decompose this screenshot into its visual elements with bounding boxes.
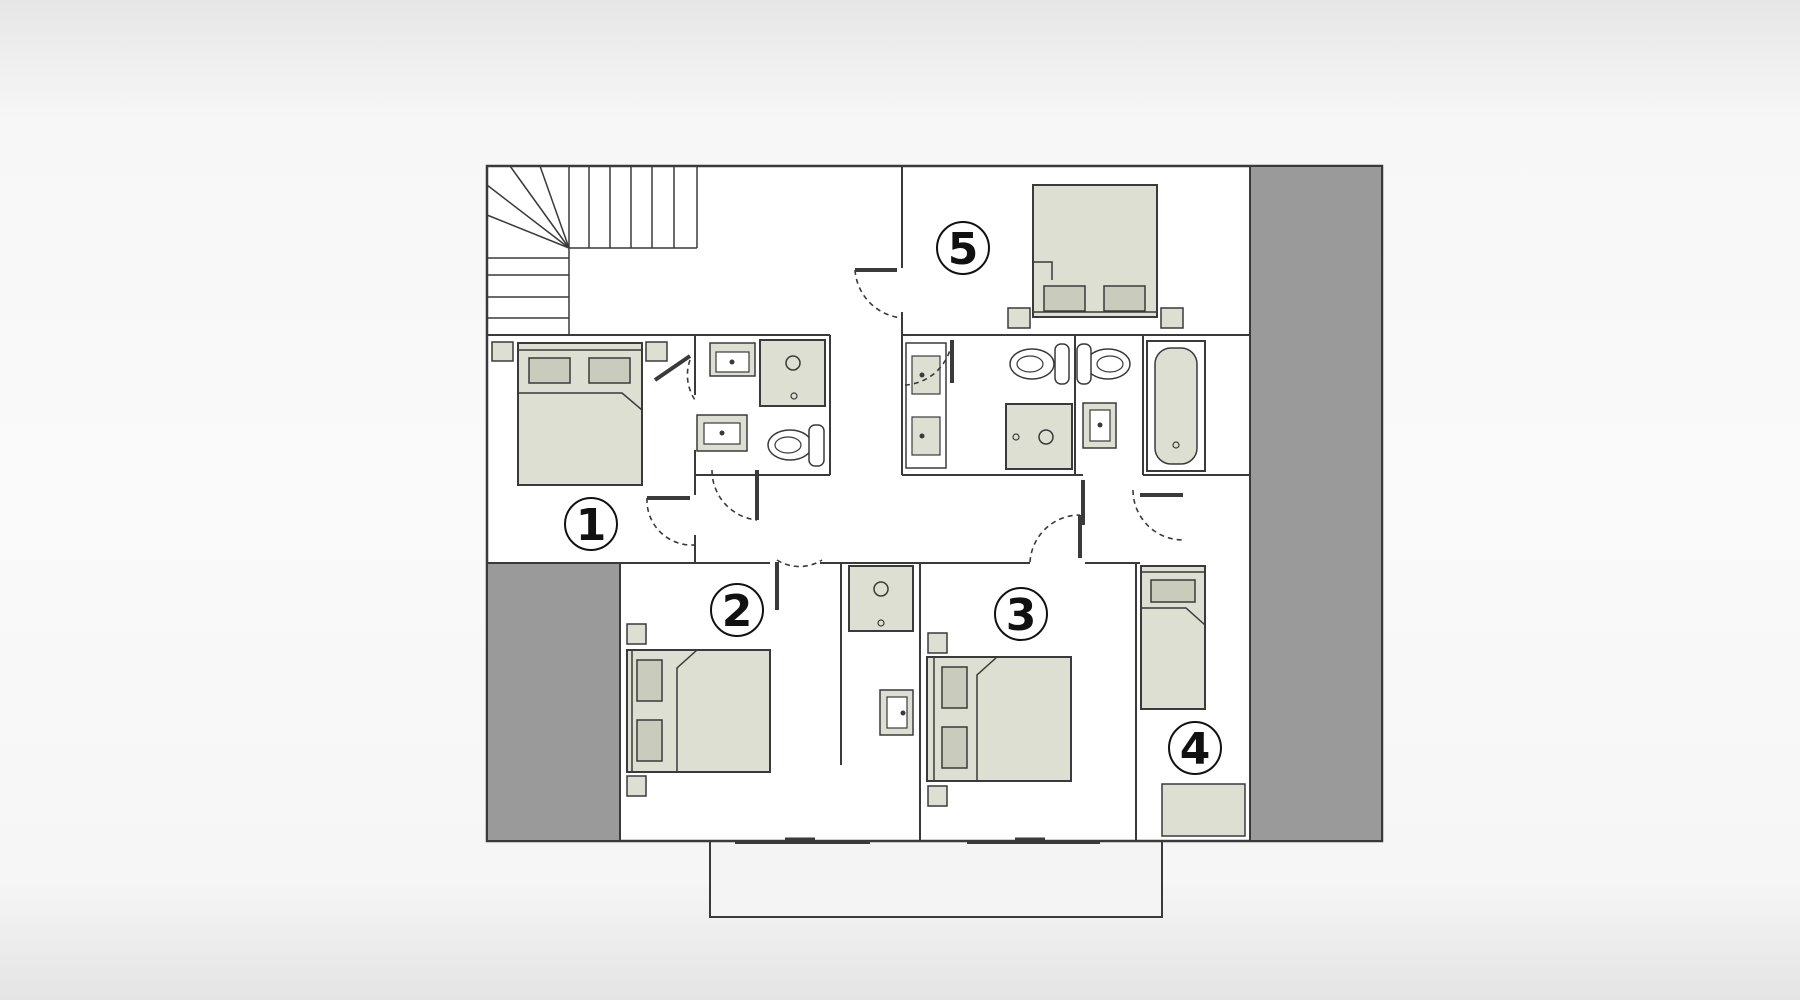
room-number-2: 2 [722, 586, 753, 637]
door-leaf-icon [647, 268, 1183, 610]
right-void [1249, 165, 1383, 842]
room-number-5: 5 [948, 224, 979, 275]
room-label-4: 4 [1168, 721, 1222, 775]
room-number-1: 1 [576, 500, 607, 551]
double-bed-icon [1032, 184, 1158, 318]
double-bed-icon [626, 649, 771, 773]
toilet-icon [767, 424, 825, 467]
staircase-icon [486, 165, 698, 335]
left-void [486, 562, 621, 842]
room-label-3: 3 [994, 587, 1048, 641]
nightstand-icon [491, 341, 514, 362]
sliding-door-icon [735, 837, 1100, 844]
double-bed-icon [517, 342, 643, 486]
balcony [709, 839, 1163, 918]
double-sink-icon [905, 342, 947, 469]
room-number-4: 4 [1180, 724, 1211, 775]
door-swing-icon [646, 269, 1184, 568]
room-label-2: 2 [710, 583, 764, 637]
nightstand-icon [626, 775, 647, 797]
nightstand-icon [927, 785, 948, 807]
double-bed-icon [926, 656, 1072, 782]
toilet-icon [1076, 343, 1131, 385]
nightstand-icon [645, 341, 668, 362]
room-label-1: 1 [564, 497, 618, 551]
room-number-3: 3 [1006, 590, 1037, 641]
sink-icon [1082, 402, 1117, 449]
sink-icon [879, 689, 914, 736]
interior-walls [487, 166, 1250, 841]
shower-icon [759, 339, 826, 407]
sink-icon [709, 342, 756, 377]
toilet-icon [1009, 343, 1070, 385]
bathtub-icon [1146, 340, 1206, 472]
single-bed-icon [1140, 565, 1206, 710]
nightstand-icon [1160, 307, 1184, 329]
cabinet-icon [1161, 783, 1246, 837]
nightstand-icon [1007, 307, 1031, 329]
nightstand-icon [626, 623, 647, 645]
shower-icon [848, 565, 914, 632]
nightstand-icon [927, 632, 948, 654]
sink-icon [696, 414, 748, 452]
room-label-5: 5 [936, 221, 990, 275]
shower-icon [1005, 403, 1073, 470]
